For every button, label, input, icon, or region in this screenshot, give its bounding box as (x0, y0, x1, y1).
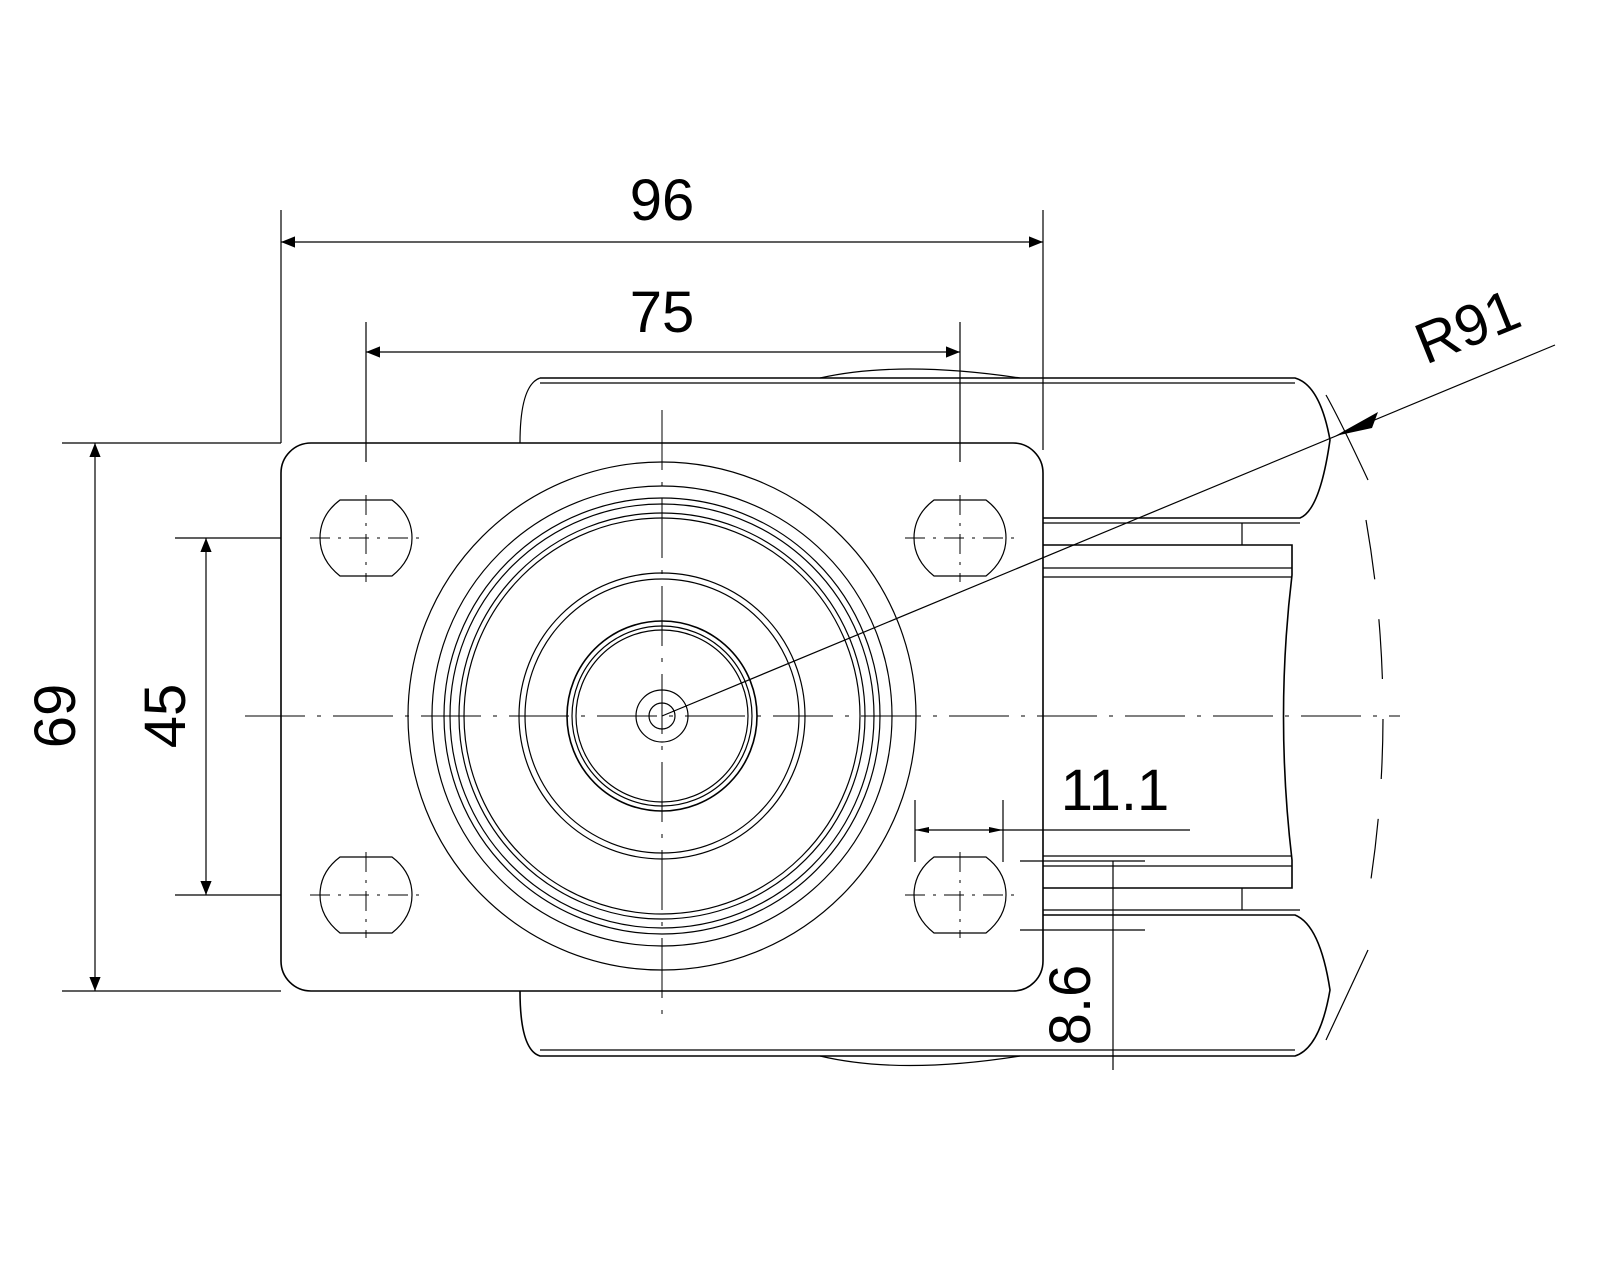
center-lines (245, 410, 1400, 1025)
wheel-outline (519, 368, 1384, 1067)
mounting-holes (310, 495, 1015, 938)
dim-hole-spacing-x: 75 (630, 280, 695, 345)
dim-slot-height: 8.6 (1038, 965, 1103, 1046)
dimension-lines (62, 210, 1556, 1070)
dim-slot-width: 11.1 (1061, 758, 1170, 823)
dim-overall-height: 69 (23, 684, 88, 749)
dim-hole-spacing-y: 45 (133, 684, 198, 749)
dim-overall-width: 96 (630, 168, 695, 233)
dim-swivel-radius: R91 (1406, 277, 1529, 377)
